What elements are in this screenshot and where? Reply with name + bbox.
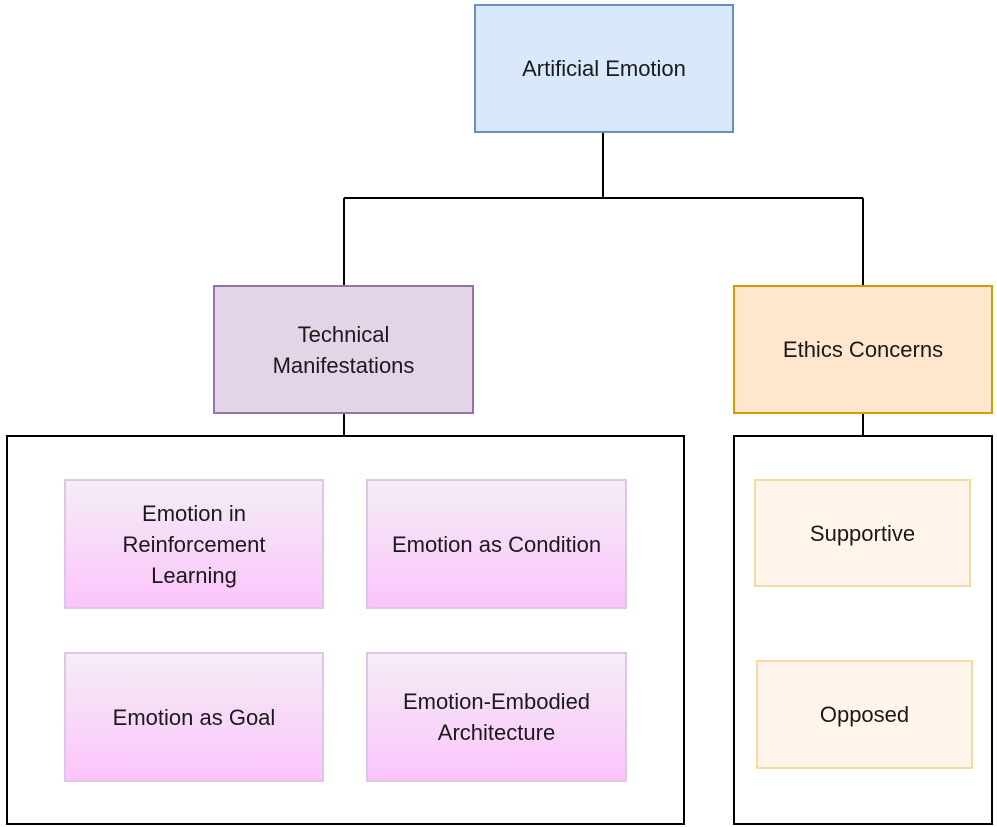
branch-label-line: Technical [297, 321, 390, 347]
leaf-label-line: Emotion as Goal [112, 704, 276, 730]
leaf-node-emotion-as-goal: Emotion as Goal [64, 652, 324, 782]
leaf-node-emotion-in-reinforcement-learning: Emotion in Reinforcement Learning [64, 479, 324, 609]
leaf-label-line: Reinforcement [122, 531, 266, 557]
leaf-node-emotion-as-condition: Emotion as Condition [366, 479, 627, 609]
branch-node-ethics-concerns: Ethics Concerns [733, 285, 993, 414]
branch-label-line: Manifestations [272, 352, 415, 378]
leaf-label-line: Learning [151, 562, 237, 588]
leaf-label-line: Emotion in [142, 500, 246, 526]
leaf-node-emotion-embodied-architecture: Emotion-Embodied Architecture [366, 652, 627, 782]
leaf-node-opposed: Opposed [756, 660, 973, 769]
leaf-label-line: Opposed [819, 702, 910, 727]
leaf-label-line: Supportive [809, 520, 916, 546]
root-node-label: Artificial Emotion [522, 56, 686, 81]
branch-node-technical-manifestations: Technical Manifestations [213, 285, 474, 414]
leaf-label-line: Emotion as Condition [391, 531, 602, 557]
leaf-label-line: Architecture [437, 720, 556, 745]
leaf-label-line: Emotion-Embodied [402, 689, 591, 714]
root-node-artificial-emotion: Artificial Emotion [474, 4, 734, 133]
leaf-node-supportive: Supportive [754, 479, 971, 587]
branch-label-line: Ethics Concerns [782, 337, 944, 362]
